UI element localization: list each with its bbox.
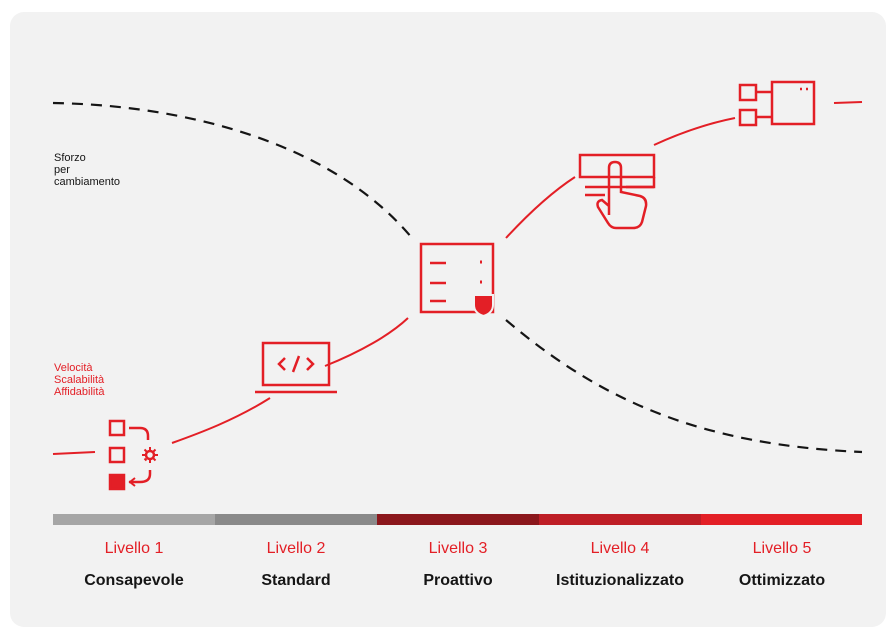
window-flow-icon bbox=[738, 80, 816, 127]
level-2-name: Standard bbox=[261, 572, 331, 589]
level-2-label: Livello 2 bbox=[266, 540, 326, 557]
level-3-label: Livello 3 bbox=[428, 540, 488, 557]
level-1-label: Livello 1 bbox=[104, 540, 164, 557]
laptop-code-icon bbox=[255, 341, 337, 394]
level-bar-segment-1 bbox=[53, 514, 215, 525]
secure-server-icon bbox=[419, 242, 495, 318]
speed-label: Velocità Scalabilità Affidabilità bbox=[54, 362, 105, 398]
level-4-label: Livello 4 bbox=[590, 540, 650, 557]
effort-curve-lower bbox=[505, 319, 863, 454]
level-1-name: Consapevole bbox=[84, 572, 184, 589]
level-bar-segment-2 bbox=[215, 514, 377, 525]
level-bar-segment-5 bbox=[701, 514, 862, 525]
touch-menu-icon bbox=[578, 153, 656, 230]
level-3-name: Proattivo bbox=[423, 572, 493, 589]
level-4-name: Istituzionalizzato bbox=[556, 572, 684, 589]
level-5-name: Ottimizzato bbox=[738, 572, 826, 589]
effort-label: Sforzo per cambiamento bbox=[54, 152, 121, 188]
capability-curve bbox=[52, 101, 863, 455]
level-5-label: Livello 5 bbox=[752, 540, 812, 557]
level-bar-segment-3 bbox=[377, 514, 539, 525]
effort-curve bbox=[52, 101, 413, 239]
tasks-automation-icon bbox=[108, 419, 158, 491]
level-bar-segment-4 bbox=[539, 514, 701, 525]
